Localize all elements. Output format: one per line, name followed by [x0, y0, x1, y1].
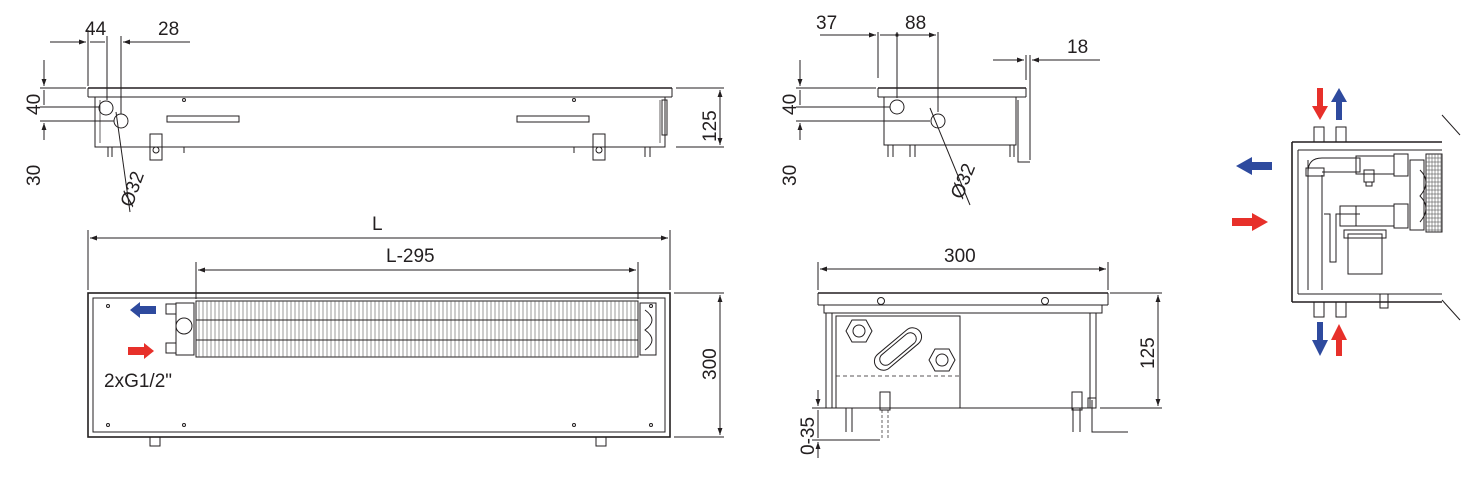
dim-18: 18: [1067, 37, 1088, 58]
arrow-left-icon: [1236, 157, 1272, 175]
thread-label: 2xG1/2": [104, 371, 172, 392]
cross-section-view: 300 125 0-35: [798, 246, 1162, 458]
arrow-down-icon: [1312, 322, 1328, 356]
arrow-left-icon: [130, 302, 156, 318]
arrow-up-icon: [1331, 88, 1347, 120]
dim-30-mid: 30: [780, 165, 801, 186]
dim-28: 28: [158, 19, 179, 40]
arrow-right-icon: [128, 343, 154, 359]
connection-detail-view: [1232, 88, 1461, 356]
dim-300-section: 300: [944, 246, 976, 267]
dim-125-section: 125: [1138, 337, 1159, 369]
heat-exchanger-fins: [198, 301, 636, 357]
dim-37: 37: [816, 13, 837, 34]
plan-view: 2xG1/2" L L-295 300: [87, 214, 724, 447]
dim-125-top: 125: [700, 110, 721, 142]
dim-88: 88: [905, 13, 926, 34]
dim-30-left: 30: [24, 165, 45, 186]
exchanger-grid: [1426, 154, 1442, 232]
dim-d32-mid: Ø32: [947, 161, 980, 202]
dim-40-left: 40: [24, 94, 45, 115]
dim-L-295: L-295: [386, 246, 435, 267]
side-elevation-view: 44 28 40 30 125 Ø32: [24, 19, 724, 213]
end-elevation-view: 37 88 18 40 30 Ø32: [780, 13, 1100, 206]
dim-40-mid: 40: [780, 94, 801, 115]
dim-L: L: [372, 214, 383, 235]
dim-44: 44: [85, 19, 107, 40]
arrow-down-icon: [1312, 88, 1328, 120]
dim-0-35: 0-35: [798, 417, 819, 455]
dim-d32-left: Ø32: [117, 169, 149, 210]
arrow-up-icon: [1331, 324, 1347, 356]
arrow-right-icon: [1232, 213, 1268, 231]
dim-300-plan: 300: [700, 348, 721, 380]
